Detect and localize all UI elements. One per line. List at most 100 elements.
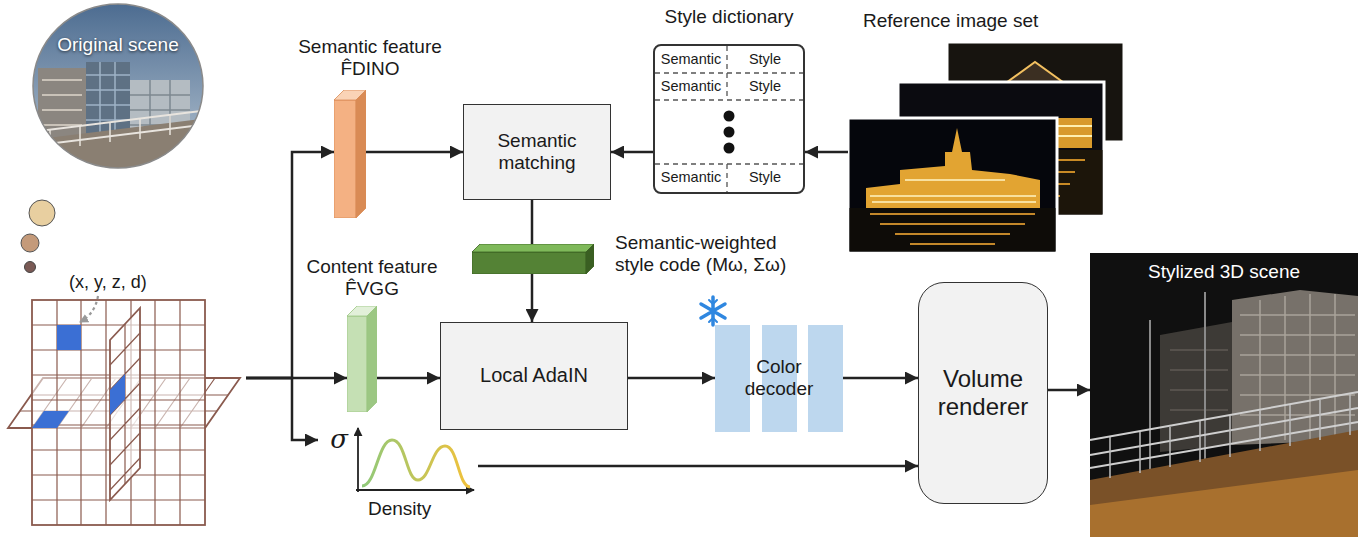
density-plot-axes (357, 428, 359, 492)
flow-arrow (478, 465, 918, 468)
table-cell: Style (727, 51, 803, 68)
semantic-feature-bar (334, 90, 366, 218)
bar-side (586, 244, 594, 274)
reference-images (866, 128, 1040, 208)
stylized-scene-image (1170, 350, 1228, 410)
node-label: Reference image set (863, 10, 1093, 32)
triplane-illustration (8, 296, 240, 525)
original-scene-image (30, 110, 210, 146)
content-feature-bar (347, 306, 377, 412)
table-cell: Style (727, 169, 803, 186)
stylized-scene-image (1110, 394, 1350, 478)
table-cell: Style (727, 78, 803, 95)
thought-bubbles (29, 200, 55, 226)
table-cell: Semantic (655, 169, 727, 186)
ellipsis-dot (724, 111, 735, 122)
triplane-illustration (32, 411, 69, 428)
frozen-snowflake (701, 297, 725, 325)
density-plot-axes (362, 440, 470, 487)
flow-arrow (366, 151, 463, 154)
process-box: Local AdaIN (440, 322, 628, 430)
original-scene-image (42, 80, 82, 125)
content-feature-bar (347, 306, 377, 412)
original-scene-image (30, 0, 210, 172)
flow-arrow (611, 151, 653, 154)
density-plot-axes (356, 489, 474, 491)
bar-front (334, 100, 356, 218)
dictionary-box: SemanticStyleSemanticStyleSemanticStyle (653, 44, 805, 194)
style-code-block (472, 244, 594, 274)
node-label: Stylized 3D scene (1090, 261, 1358, 283)
density-plot-axes (356, 428, 474, 492)
semantic-feature-bar (334, 90, 366, 218)
node-label: Style dictionary (650, 6, 808, 28)
feature-bar: Semantic feature F̂DINO (292, 36, 448, 220)
stylized-scene-image (1090, 392, 1358, 468)
stylized-scene-image (1232, 290, 1358, 445)
stylized-scene-image (1090, 253, 1358, 537)
decoder-layers (715, 325, 843, 432)
triplane-illustration (80, 296, 98, 322)
dictionary-table: SemanticStyleSemanticStyleSemanticStyleS… (650, 6, 808, 196)
frozen-snowflake (701, 297, 725, 325)
density-plot: σDensity (318, 424, 478, 528)
flow-arrow (843, 377, 918, 380)
renderer-box: Volume renderer (918, 282, 1048, 504)
ellipsis-dot (724, 143, 735, 154)
triplane-grid: (x, y, z, d) (4, 272, 249, 535)
node-label: Local AdaIN (480, 364, 588, 388)
flow-arrow (531, 200, 534, 244)
thought-bubbles (21, 234, 39, 252)
flow-arrow (531, 274, 534, 322)
node-label: Color decoder (734, 356, 824, 401)
reference-images (848, 118, 1057, 253)
reference-images (870, 180, 1036, 202)
table-divider (655, 46, 803, 192)
scene-outline (33, 4, 203, 168)
reference-images (848, 42, 1124, 253)
flow-arrow (1048, 389, 1090, 392)
scene-ellipse: Original scene (33, 4, 203, 168)
triplane-illustration (110, 324, 140, 490)
bar-side (367, 306, 377, 412)
flow-arrow (246, 378, 318, 440)
node-label: Semantic matching (472, 130, 602, 175)
node-label: σ (326, 424, 352, 455)
image-stack: Reference image set (845, 8, 1130, 258)
feature-bar: Content feature F̂VGG (297, 256, 447, 416)
triplane-illustration (110, 374, 125, 415)
node-sublabel: Density (368, 498, 458, 520)
node-label: Semantic-weighted style code (Mω, Σω) (615, 232, 820, 277)
flow-arrow (377, 377, 440, 380)
thought-bubbles (21, 200, 55, 273)
scene-image: Stylized 3D scene (1090, 253, 1358, 537)
flow-arrow (805, 151, 848, 154)
triplane-region (6, 300, 246, 532)
table-cell: Semantic (655, 78, 727, 95)
original-scene-image (30, 118, 210, 172)
decoder-block: Color decoder (712, 306, 847, 434)
reference-images (870, 214, 1035, 244)
table-cell: Semantic (655, 51, 727, 68)
style-code-block (472, 244, 594, 274)
bar-front (472, 252, 586, 274)
stylized-scene-image (1090, 253, 1358, 537)
frozen-snowflake (709, 300, 717, 322)
node-label: (x, y, z, d) (69, 272, 179, 293)
node-label: Volume renderer (927, 365, 1039, 422)
ellipsis-dot (724, 127, 735, 138)
triplane-illustration (32, 300, 205, 525)
bar-top (472, 244, 594, 252)
thought-bubbles (25, 262, 36, 273)
flow-arrow (628, 377, 715, 380)
image-stack-region (848, 38, 1128, 256)
triplane-illustration (32, 300, 205, 525)
node-label: Original scene (33, 34, 203, 56)
triplane-illustration (57, 325, 81, 350)
stylized-scene-image (1090, 470, 1358, 537)
style-code-bar: Semantic-weighted style code (Mω, Σω) (470, 228, 820, 288)
original-scene-image (30, 0, 210, 172)
stylized-scene-image (1090, 430, 1358, 537)
node-label: Content feature F̂VGG (297, 256, 447, 301)
